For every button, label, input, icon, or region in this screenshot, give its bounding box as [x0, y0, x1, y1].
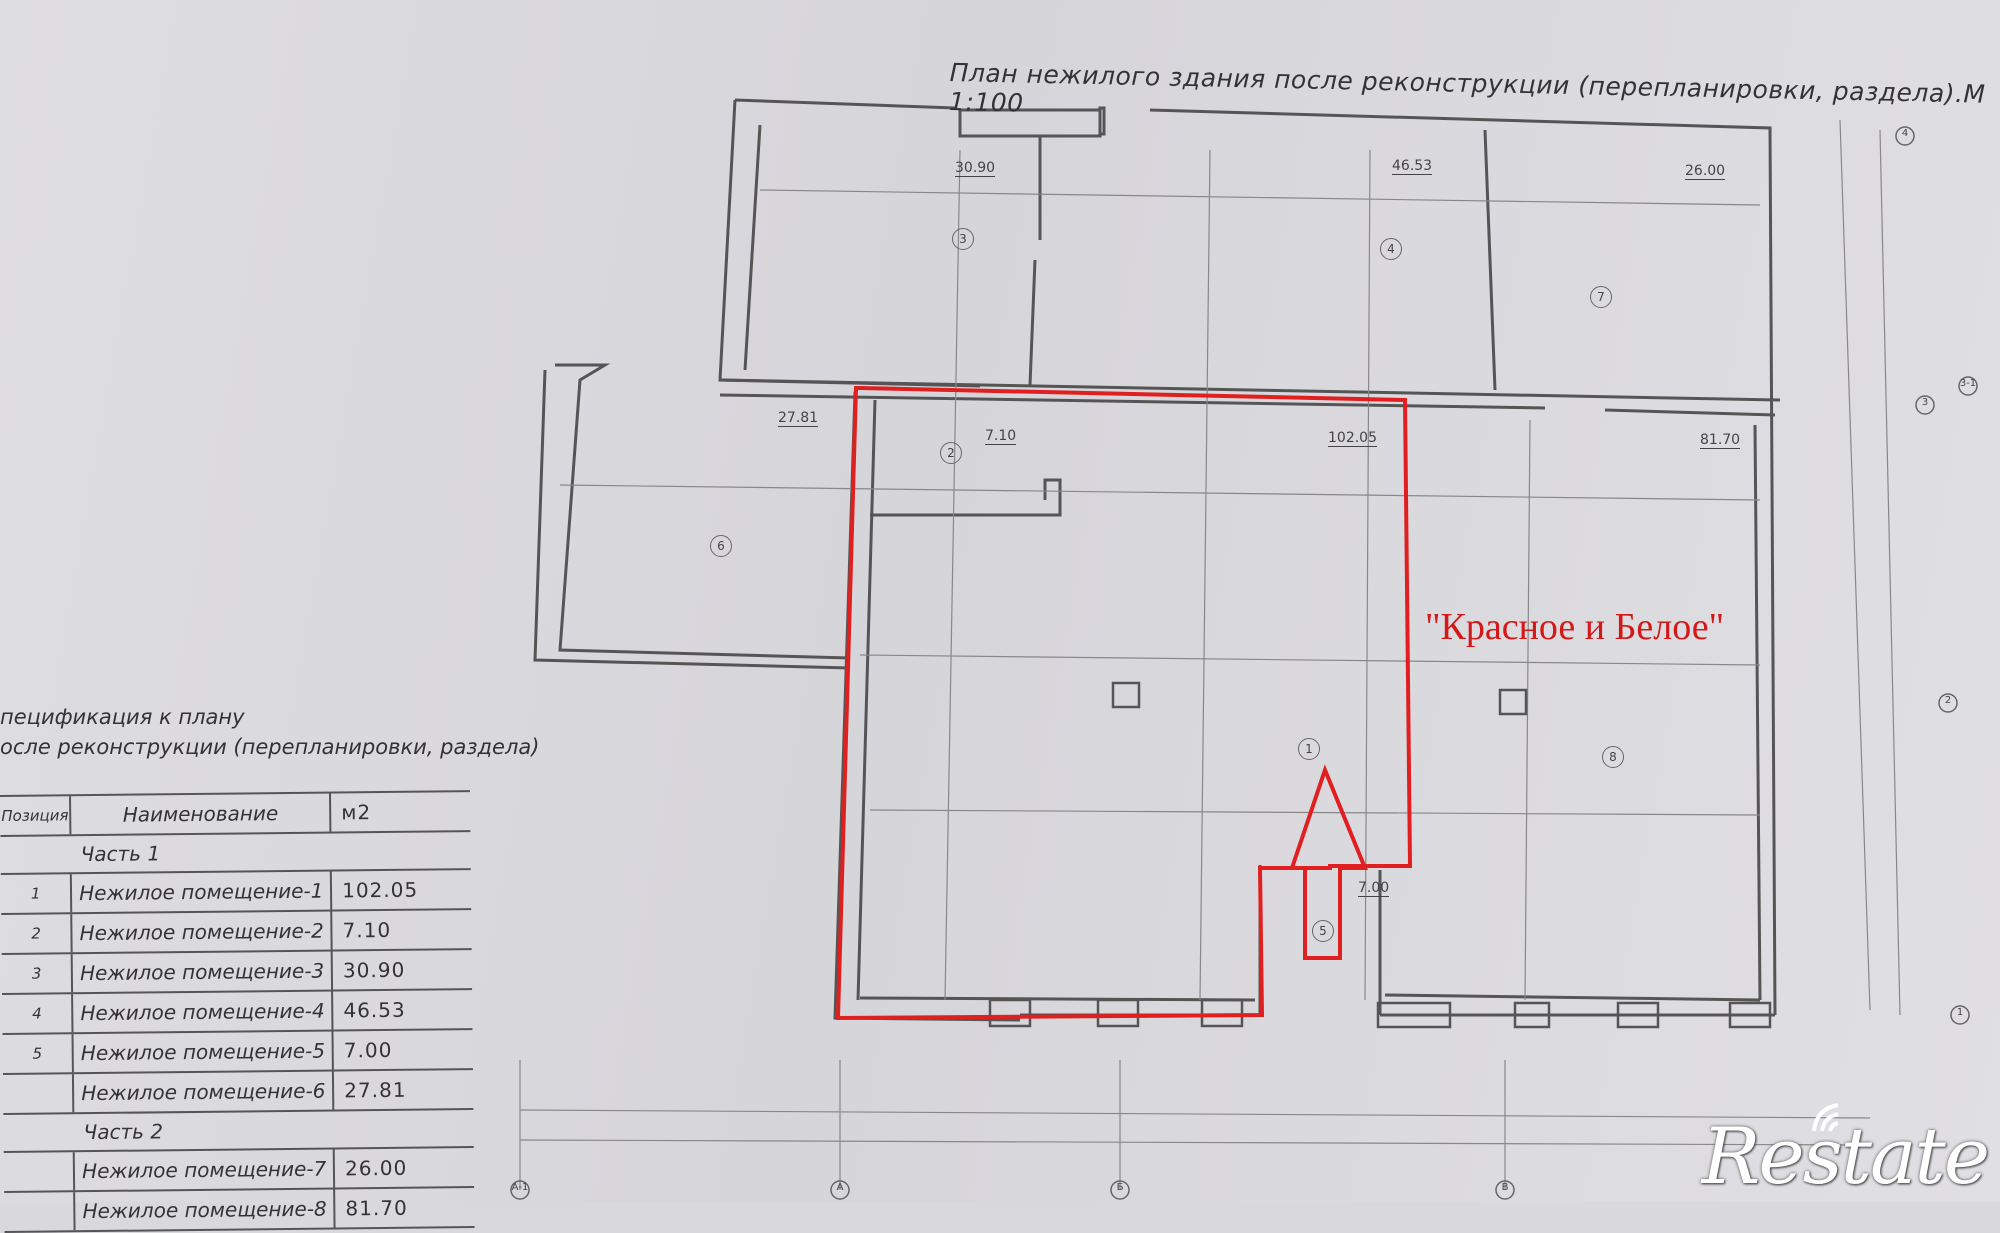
axis-label: 3 — [1921, 397, 1929, 408]
spec-row: Нежилое помещение-6 27.81 — [2, 1070, 474, 1115]
spec-cell-pos — [4, 1192, 76, 1231]
column-2 — [1498, 688, 1528, 716]
room-number-label: 8 — [1602, 746, 1624, 768]
room-area-label: 81.70 — [1700, 432, 1741, 449]
axis-label: 3-1 — [1959, 378, 1977, 389]
spec-cell-name: Нежилое помещение-4 — [73, 991, 334, 1033]
spec-cell-name: Нежилое помещение-8 — [75, 1189, 336, 1231]
spec-cell-area: 27.81 — [344, 1077, 407, 1103]
axis-label: Б — [1116, 1182, 1124, 1193]
room-number-label: 4 — [1380, 238, 1402, 260]
spec-cell-area: 26.00 — [344, 1155, 408, 1181]
spec-title-line1: пецификация к плану — [0, 705, 245, 729]
axis-label: А — [836, 1182, 844, 1193]
axis-label: В — [1501, 1182, 1509, 1193]
room-area-label: 7.00 — [1358, 880, 1390, 897]
spec-header-pos: Позиция — [0, 796, 72, 835]
spec-header-name: Наименование — [71, 793, 332, 835]
axis-label: 1 — [1956, 1007, 1964, 1018]
axis-label: 2 — [1944, 695, 1952, 706]
spec-cell-area: 7.00 — [343, 1037, 393, 1063]
spec-part1: Часть 1 — [0, 832, 471, 875]
spec-header-area: м2 — [341, 800, 372, 825]
spec-cell-pos — [3, 1152, 76, 1191]
spec-cell-area: 102.05 — [342, 877, 419, 903]
wall-room6 — [533, 363, 851, 670]
spec-cell-pos: 5 — [2, 1034, 75, 1073]
spec-title-line2: осле реконструкции (перепланировки, разд… — [0, 735, 540, 759]
floor-plan — [510, 98, 1978, 1200]
dim-line-1 — [559, 484, 1761, 501]
wall-right-inner — [1753, 424, 1762, 1001]
room-number-label: 1 — [1298, 738, 1320, 760]
room-area-label: 30.90 — [955, 160, 996, 177]
spec-cell-name: Нежилое помещение-6 — [74, 1071, 335, 1113]
logo-waves-icon — [1812, 1103, 1839, 1132]
axis-label: 4 — [1901, 128, 1909, 139]
spec-cell-pos — [2, 1074, 75, 1113]
room-area-label: 102.05 — [1328, 430, 1377, 447]
spec-cell-name: Нежилое помещение-5 — [73, 1031, 335, 1073]
highlight-arrow — [1289, 764, 1368, 960]
spec-cell-pos: 1 — [0, 874, 73, 913]
spec-cell-pos: 3 — [1, 954, 74, 993]
room-number-label: 6 — [710, 535, 732, 557]
spec-cell-area: 81.70 — [345, 1195, 408, 1221]
wall-main-left — [833, 391, 1021, 1022]
room-number-label: 2 — [940, 442, 962, 464]
room-number-label: 3 — [952, 228, 974, 250]
spec-cell-pos: 2 — [1, 914, 74, 953]
spec-cell-name: Нежилое помещение-2 — [72, 911, 333, 953]
room-area-label: 26.00 — [1685, 163, 1726, 180]
room-area-label: 27.81 — [778, 410, 819, 427]
room-number-label: 7 — [1590, 286, 1612, 308]
column-1 — [1111, 681, 1141, 709]
wall-upper-outer — [734, 98, 1777, 1016]
wall-main-bottom-inner — [859, 993, 1761, 1002]
spec-cell-pos: 4 — [2, 994, 74, 1033]
spec-cell-area: 46.53 — [343, 997, 406, 1023]
tenant-annotation: "Красное и Белое" — [1425, 606, 1725, 648]
spec-cell-name: Нежилое помещение-7 — [75, 1149, 336, 1191]
spec-part2: Часть 2 — [3, 1110, 474, 1153]
wall-room4-7 — [1483, 129, 1497, 391]
room-number-label: 5 — [1312, 920, 1334, 942]
spec-cell-name: Нежилое помещение-3 — [73, 951, 334, 993]
spec-row: Нежилое помещение-7 26.00 — [3, 1148, 475, 1193]
spec-header-row: Позиция Наименование м2 — [0, 790, 471, 837]
spec-cell-area: 7.10 — [342, 917, 392, 943]
restate-logo: Restate — [1701, 1112, 1990, 1202]
wall-main-left-inner — [856, 399, 877, 1001]
spec-row: Нежилое помещение-8 81.70 — [4, 1188, 475, 1233]
wall-upper-left-inner — [743, 124, 762, 371]
room-area-label: 46.53 — [1392, 158, 1433, 175]
spec-cell-area: 30.90 — [342, 957, 406, 983]
axis-label: А-1 — [511, 1182, 529, 1193]
wall-corridor — [1028, 135, 1042, 386]
spec-cell-name: Нежилое помещение-1 — [72, 871, 333, 913]
wall-room2 — [870, 478, 1062, 517]
room-area-label: 7.10 — [985, 428, 1017, 445]
drawing-sheet — [0, 0, 2000, 1202]
